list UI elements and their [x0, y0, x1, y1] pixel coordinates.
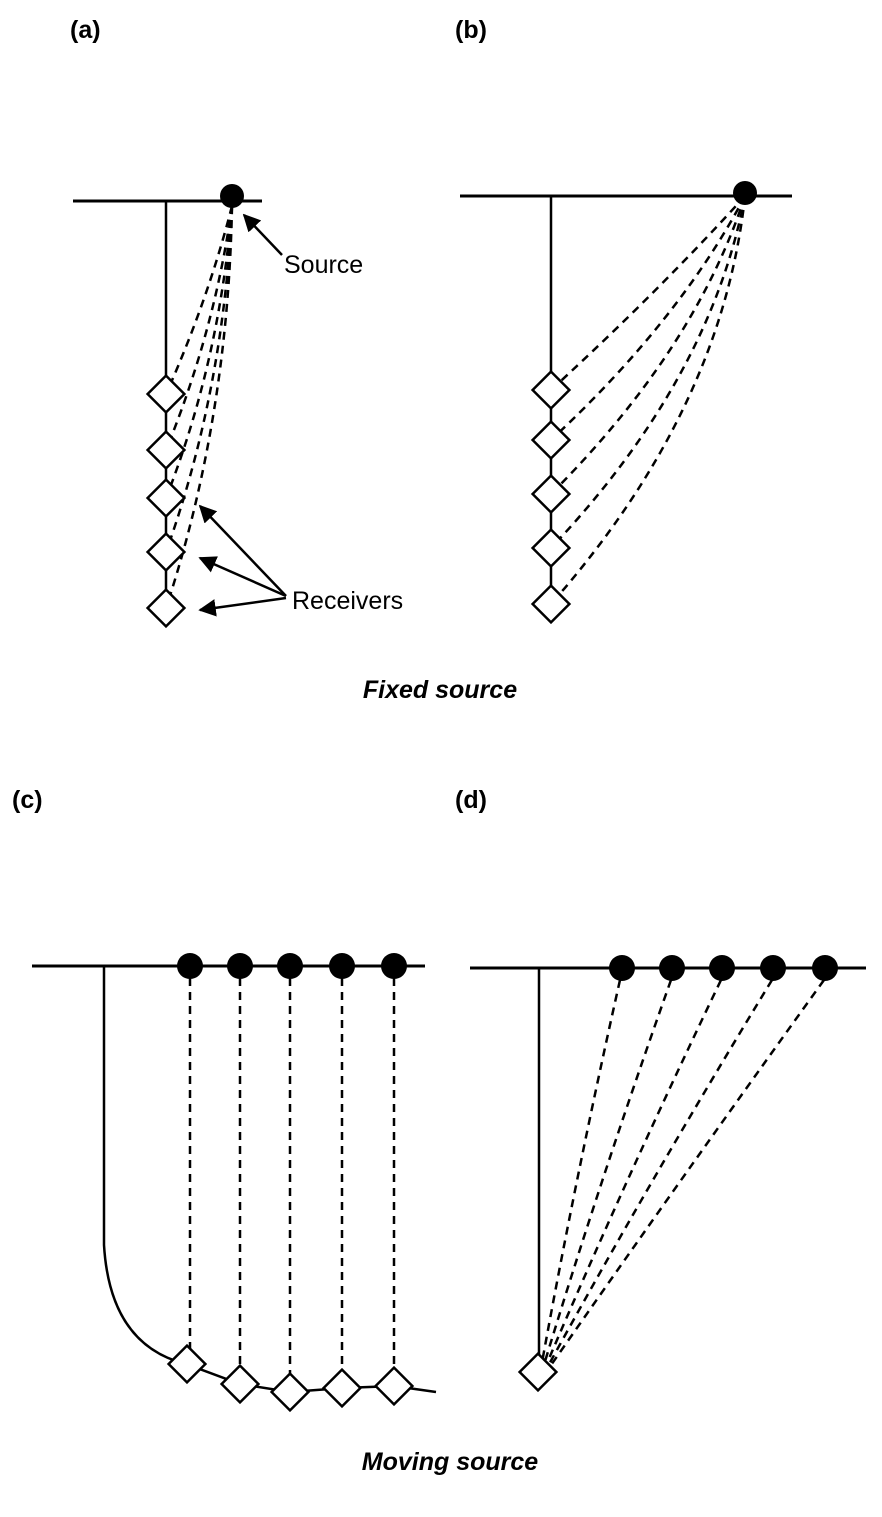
receiver-icon [145, 429, 187, 471]
receiver-icon [145, 477, 187, 519]
receiver-icon [530, 583, 572, 625]
receiver-array [530, 369, 572, 625]
panel-a: (a) Source Receivers [70, 16, 403, 629]
receiver-icon [530, 527, 572, 569]
fixed-source-caption: Fixed source [363, 676, 517, 704]
source-array [177, 953, 407, 979]
receiver-icon [269, 1371, 311, 1413]
ray-paths [539, 979, 826, 1369]
panel-b-label: (b) [455, 16, 487, 44]
ray-path [164, 205, 234, 553]
ray-path [539, 979, 622, 1369]
deviated-borehole [102, 966, 437, 1394]
panel-d: (d) [455, 786, 866, 1393]
derrick-icon [512, 850, 564, 968]
ray-path [164, 205, 234, 395]
source-icon [709, 955, 735, 981]
ray-path [164, 205, 234, 451]
ray-path [545, 979, 774, 1369]
source-icon [381, 953, 407, 979]
receivers-arrow [198, 596, 287, 617]
source-icon [609, 955, 635, 981]
source-icon [760, 955, 786, 981]
receiver-icon [530, 369, 572, 411]
receiver-array [166, 1343, 415, 1413]
panel-c: (c) [12, 786, 437, 1413]
derrick-icon [142, 82, 194, 200]
receiver-array [145, 373, 187, 629]
ray-path [550, 195, 747, 495]
receiver-icon [145, 587, 187, 629]
receiver-icon [145, 531, 187, 573]
receiver-icon [530, 419, 572, 461]
source-icon [177, 953, 203, 979]
source-array [609, 955, 838, 981]
receiver-icon [530, 473, 572, 515]
source-icon [659, 955, 685, 981]
ray-paths [164, 205, 234, 609]
panel-d-label: (d) [455, 786, 487, 814]
ray-paths [188, 978, 396, 1378]
source-icon [812, 955, 838, 981]
ray-path [550, 195, 747, 549]
panel-c-label: (c) [12, 786, 43, 814]
source-arrow [242, 213, 283, 256]
receivers-callout: Receivers [292, 587, 403, 615]
source-icon [227, 953, 253, 979]
source-callout: Source [284, 251, 363, 279]
ray-path [543, 979, 723, 1369]
receiver-icon [219, 1363, 261, 1405]
derrick-icon [81, 848, 133, 966]
receiver-icon [321, 1367, 363, 1409]
derrick-icon [526, 78, 578, 196]
receiver-icon [166, 1343, 208, 1385]
moving-source-caption: Moving source [362, 1448, 539, 1476]
source-icon [277, 953, 303, 979]
source-icon [220, 184, 244, 208]
receivers-arrow [198, 504, 287, 597]
panel-a-label: (a) [70, 16, 101, 44]
source-icon [733, 181, 757, 205]
receivers-arrow [198, 556, 287, 598]
ray-path [541, 979, 673, 1369]
panel-b: (b) [455, 16, 792, 625]
ray-path [550, 195, 747, 441]
receiver-icon [145, 373, 187, 415]
ray-path [550, 195, 747, 605]
ray-path [547, 979, 826, 1369]
source-icon [329, 953, 355, 979]
receiver-icon [373, 1365, 415, 1407]
ray-path [550, 195, 746, 391]
ray-path [164, 205, 234, 609]
ray-paths [550, 195, 747, 605]
receiver-icon [517, 1351, 559, 1393]
